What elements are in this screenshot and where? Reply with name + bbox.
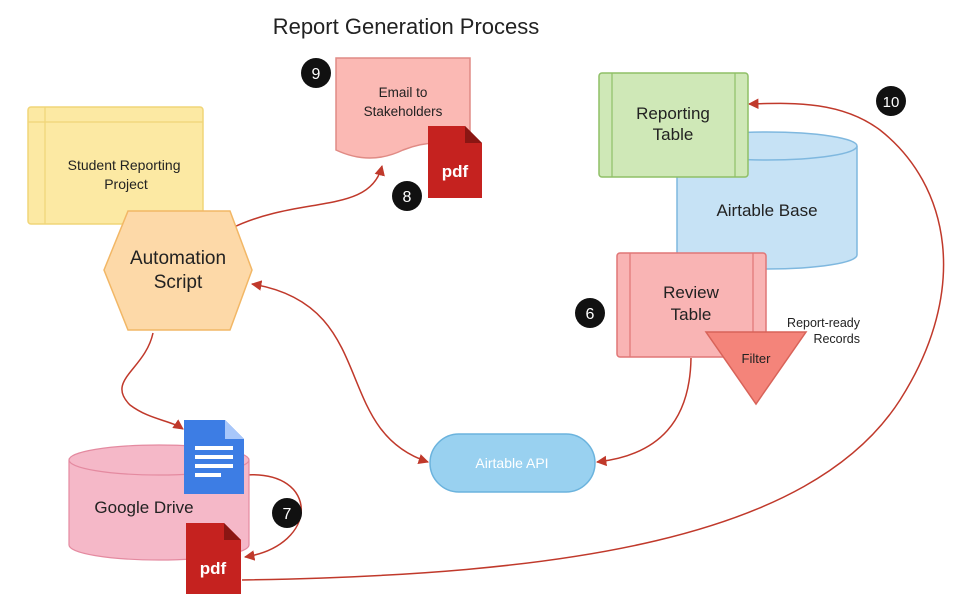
automation-script-label-line1: Automation: [130, 248, 226, 269]
step-badge-9-label: 9: [312, 66, 321, 83]
pdf-icon-email: pdf: [428, 126, 482, 198]
airtable-api-label: Airtable API: [475, 455, 548, 471]
email-label-line1: Email to: [379, 85, 428, 100]
step-badge-7-label: 7: [283, 506, 292, 523]
step-badge-8-label: 8: [403, 189, 412, 206]
filter-triangle: Filter: [704, 331, 808, 406]
pdf-email-label: pdf: [442, 162, 469, 181]
automation-script-hexagon: Automation Script: [103, 210, 253, 331]
reporting-table-node: Reporting Table: [598, 72, 749, 178]
airtable-api-node: Airtable API: [429, 433, 596, 493]
airtable-base-label: Airtable Base: [716, 201, 817, 220]
arrow-script-to-email: [231, 164, 385, 229]
report-ready-records-line1: Report-ready: [787, 316, 861, 330]
google-drive-label: Google Drive: [94, 498, 193, 517]
step-badge-6: 6: [575, 298, 605, 328]
step-badge-7: 7: [272, 498, 302, 528]
step-badge-10: 10: [876, 86, 906, 116]
step-badge-10-label: 10: [883, 94, 900, 111]
email-label-line2: Stakeholders: [364, 104, 443, 119]
pdf-drive-label: pdf: [200, 559, 227, 578]
automation-script-label-line2: Script: [154, 272, 203, 293]
student-reporting-project-label: Student Reporting Project: [68, 157, 185, 192]
step-badge-9: 9: [301, 58, 331, 88]
report-ready-records-line2: Records: [813, 332, 860, 346]
step-badge-8: 8: [392, 181, 422, 211]
google-doc-icon: [184, 420, 244, 494]
reporting-table-label-line2: Table: [653, 125, 694, 144]
reporting-table-label-line1: Reporting: [636, 104, 710, 123]
review-table-label-line2: Table: [671, 305, 712, 324]
filter-label: Filter: [742, 351, 772, 366]
student-reporting-project-note: Student Reporting Project: [27, 106, 204, 225]
arrow-script-to-doc: [121, 332, 184, 430]
pdf-icon-drive: pdf: [186, 523, 241, 594]
arrow-pdf-to-reporting-table: [241, 98, 945, 581]
arrow-script-api-bidirectional: [250, 280, 429, 465]
review-table-node: Review Table: [616, 252, 767, 358]
step-badge-6-label: 6: [586, 306, 595, 323]
review-table-label-line1: Review: [663, 283, 719, 302]
arrow-review-to-api: [595, 357, 692, 467]
diagram-title: Report Generation Process: [273, 14, 540, 39]
